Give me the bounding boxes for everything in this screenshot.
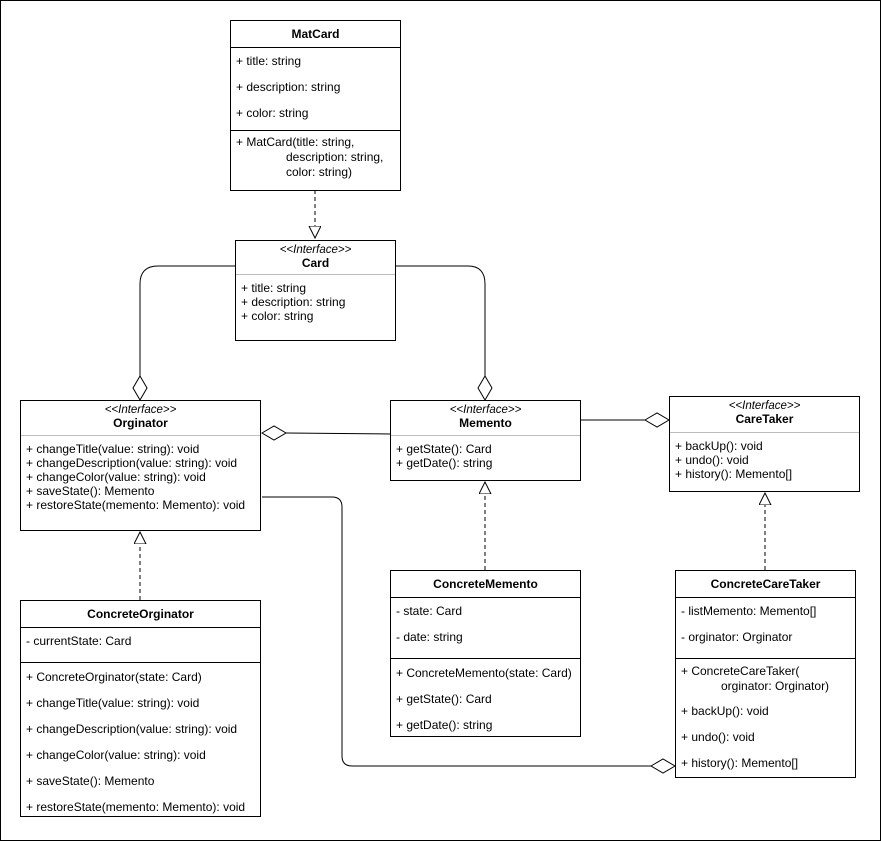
separator xyxy=(391,435,580,436)
method: + getDate(): string xyxy=(396,718,493,732)
method: + saveState(): Memento xyxy=(26,774,155,788)
separator xyxy=(231,130,400,131)
attribute: - currentState: Card xyxy=(26,634,132,648)
class-name: CareTaker xyxy=(735,412,794,426)
attribute: + color: string xyxy=(241,309,314,323)
separator xyxy=(21,627,260,628)
method: + changeTitle(value: string): void xyxy=(26,696,200,710)
method: orginator: Orginator) xyxy=(681,679,830,693)
aggregation-card-memento-diamond xyxy=(477,375,493,401)
method: color: string) xyxy=(236,165,353,179)
method-list: + backUp(): void + undo(): void + histor… xyxy=(670,433,859,481)
class-name: MatCard xyxy=(291,27,340,41)
method-list: + ConcreteCareTaker( orginator: Orginato… xyxy=(676,659,855,776)
aggregation-memento-caretaker-diamond xyxy=(644,412,670,428)
class-header: <<Interface>> Card xyxy=(236,241,395,270)
class-concrete-memento[interactable]: ConcreteMemento - state: Card - date: st… xyxy=(390,570,581,737)
attribute: - state: Card xyxy=(396,604,463,618)
method: + changeColor(value: string): void xyxy=(26,470,206,484)
method: + changeDescription(value: string): void xyxy=(26,722,238,736)
method: + getState(): Card xyxy=(396,442,492,456)
method: + changeTitle(value: string): void xyxy=(26,442,200,456)
aggregation-card-orginator-diamond xyxy=(132,375,148,401)
separator xyxy=(391,597,580,598)
class-name: Orginator xyxy=(113,416,168,430)
stereotype: <<Interface>> xyxy=(104,404,177,416)
attribute-list: + title: string + description: string + … xyxy=(231,48,400,126)
class-card[interactable]: <<Interface>> Card + title: string + des… xyxy=(235,240,396,341)
class-header: <<Interface>> Orginator xyxy=(21,401,260,430)
class-orginator[interactable]: <<Interface>> Orginator + changeTitle(va… xyxy=(20,400,261,531)
class-name: ConcreteOrginator xyxy=(87,607,194,621)
class-caretaker[interactable]: <<Interface>> CareTaker + backUp(): void… xyxy=(669,396,860,492)
attribute: + description: string xyxy=(241,295,346,309)
method: + changeDescription(value: string): void xyxy=(26,456,238,470)
class-name: ConcreteMemento xyxy=(433,577,538,591)
attribute-list: - listMemento: Memento[] - orginator: Or… xyxy=(676,598,855,650)
method-list: + ConcreteMemento(state: Card) + getStat… xyxy=(391,659,580,738)
method-list: + MatCard(title: string, description: st… xyxy=(231,131,400,180)
aggregation-memento-orginator-diamond xyxy=(261,425,287,441)
attribute: + description: string xyxy=(236,80,341,94)
method: + getDate(): string xyxy=(396,456,493,470)
method: + ConcreteOrginator(state: Card) xyxy=(26,670,202,684)
method: + undo(): void xyxy=(675,453,749,467)
method: + getState(): Card xyxy=(396,692,492,706)
separator xyxy=(21,435,260,436)
method-list: + ConcreteOrginator(state: Card) + chang… xyxy=(21,663,260,820)
method: + ConcreteMemento(state: Card) xyxy=(396,666,572,680)
class-header: <<Interface>> CareTaker xyxy=(670,397,859,426)
method: + backUp(): void xyxy=(681,704,769,718)
method: description: string, xyxy=(236,150,384,164)
class-name: ConcreteCareTaker xyxy=(710,577,821,591)
attribute: - listMemento: Memento[] xyxy=(681,604,817,618)
class-matcard[interactable]: MatCard + title: string + description: s… xyxy=(230,20,401,191)
separator xyxy=(21,662,260,663)
method: + ConcreteCareTaker( xyxy=(681,664,800,678)
separator xyxy=(231,47,400,48)
method: + saveState(): Memento xyxy=(26,484,155,498)
class-header: <<Interface>> Memento xyxy=(391,401,580,430)
attribute: - date: string xyxy=(396,630,463,644)
method-list: + changeTitle(value: string): void + cha… xyxy=(21,436,260,512)
method: + changeColor(value: string): void xyxy=(26,748,206,762)
separator xyxy=(676,597,855,598)
class-name: Card xyxy=(301,256,330,270)
attribute-list: - state: Card - date: string xyxy=(391,598,580,650)
stereotype: <<Interface>> xyxy=(279,244,352,256)
method: + backUp(): void xyxy=(675,439,763,453)
separator xyxy=(676,658,855,659)
aggregation-orginator-concrete-caretaker xyxy=(262,496,651,767)
attribute-list: + title: string + description: string + … xyxy=(236,275,395,323)
attribute: + color: string xyxy=(236,106,309,120)
class-name: Memento xyxy=(459,416,512,430)
class-memento[interactable]: <<Interface>> Memento + getState(): Card… xyxy=(390,400,581,481)
method-list: + getState(): Card + getDate(): string xyxy=(391,436,580,470)
method: + restoreState(memento: Memento): void xyxy=(26,498,246,512)
method: + MatCard(title: string, xyxy=(236,135,355,149)
attribute: + title: string xyxy=(241,281,307,295)
aggregation-card-memento xyxy=(395,265,486,376)
aggregation-card-orginator xyxy=(139,265,235,376)
class-concrete-caretaker[interactable]: ConcreteCareTaker - listMemento: Memento… xyxy=(675,570,856,778)
aggregation-memento-orginator xyxy=(285,432,391,435)
aggregation-orginator-concrete-caretaker-diamond xyxy=(650,758,676,774)
stereotype: <<Interface>> xyxy=(728,400,801,412)
method: + undo(): void xyxy=(681,730,755,744)
separator xyxy=(670,432,859,433)
method: + history(): Memento[] xyxy=(681,756,799,770)
method: + history(): Memento[] xyxy=(675,467,793,481)
stereotype: <<Interface>> xyxy=(449,404,522,416)
class-concrete-orginator[interactable]: ConcreteOrginator - currentState: Card +… xyxy=(20,600,261,817)
separator xyxy=(236,274,395,275)
attribute-list: - currentState: Card xyxy=(21,628,260,654)
attribute: + title: string xyxy=(236,54,302,68)
attribute: - orginator: Orginator xyxy=(681,630,793,644)
method: + restoreState(memento: Memento): void xyxy=(26,800,246,814)
separator xyxy=(391,658,580,659)
